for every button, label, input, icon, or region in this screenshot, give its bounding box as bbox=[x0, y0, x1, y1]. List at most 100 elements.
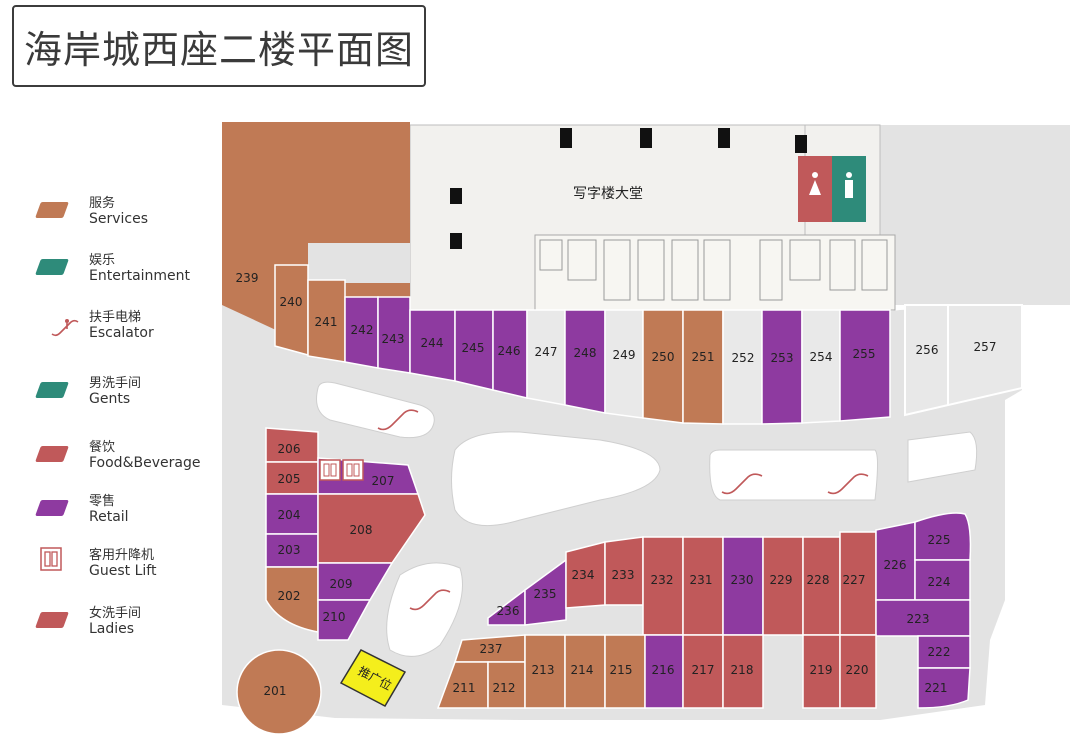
unit-labels: 239 240 241 242 243 244 245 246 247 248 … bbox=[236, 271, 997, 698]
promo-spot[interactable] bbox=[339, 649, 407, 707]
unit-229[interactable] bbox=[762, 536, 804, 636]
restroom-icons bbox=[809, 172, 853, 198]
unit-label-225: 225 bbox=[928, 533, 951, 547]
unit-251[interactable] bbox=[682, 309, 724, 425]
elevator-shafts bbox=[539, 239, 888, 301]
unit-219[interactable] bbox=[802, 634, 841, 709]
legend-item-escalator: 扶手电梯 Escalator bbox=[34, 304, 224, 348]
unit-label-243: 243 bbox=[382, 332, 405, 346]
unit-label-234: 234 bbox=[572, 568, 595, 582]
unit-label-201: 201 bbox=[264, 684, 287, 698]
unit-label-213: 213 bbox=[532, 663, 555, 677]
atrium-void-1 bbox=[316, 381, 435, 439]
unit-label-224: 224 bbox=[928, 575, 951, 589]
escalator-icons bbox=[377, 409, 869, 611]
unit-label-203: 203 bbox=[278, 543, 301, 557]
unit-239[interactable] bbox=[222, 122, 410, 362]
bottom-row-shops bbox=[436, 512, 972, 709]
unit-label-207: 207 bbox=[372, 474, 395, 488]
unit-label-212: 212 bbox=[493, 681, 516, 695]
legend-en: Guest Lift bbox=[89, 563, 157, 579]
lobby-label: 写字楼大堂 bbox=[573, 186, 643, 202]
unit-label-242: 242 bbox=[351, 323, 374, 337]
unit-210[interactable] bbox=[317, 599, 372, 641]
unit-label-218: 218 bbox=[731, 663, 754, 677]
unit-label-230: 230 bbox=[731, 573, 754, 587]
unit-213[interactable] bbox=[524, 634, 566, 709]
unit-254[interactable] bbox=[801, 309, 841, 424]
unit-label-255: 255 bbox=[853, 347, 876, 361]
unit-253[interactable] bbox=[761, 309, 803, 425]
unit-240[interactable] bbox=[274, 264, 309, 356]
unit-label-205: 205 bbox=[278, 472, 301, 486]
atrium-void-2 bbox=[451, 431, 661, 527]
unit-204[interactable] bbox=[265, 493, 319, 535]
guest-lift-icon bbox=[319, 459, 364, 481]
legend-item-ladies: 女洗手间 Ladies bbox=[34, 600, 224, 644]
unit-label-241: 241 bbox=[315, 315, 338, 329]
legend-en: Entertainment bbox=[89, 268, 191, 284]
unit-225[interactable] bbox=[914, 512, 972, 561]
unit-218[interactable] bbox=[722, 634, 764, 709]
unit-252[interactable] bbox=[722, 309, 763, 425]
unit-216[interactable] bbox=[644, 634, 684, 709]
legend-en: Gents bbox=[89, 391, 131, 407]
unit-label-253: 253 bbox=[771, 351, 794, 365]
unit-label-217: 217 bbox=[692, 663, 715, 677]
unit-249[interactable] bbox=[604, 309, 644, 419]
unit-220[interactable] bbox=[839, 634, 877, 709]
unit-212[interactable] bbox=[487, 661, 526, 709]
legend-item-services: 服务 Services bbox=[34, 190, 224, 234]
legend-cn: 服务 bbox=[89, 196, 116, 211]
legend-item-entertainment: 娱乐 Entertainment bbox=[34, 247, 224, 291]
unit-label-251: 251 bbox=[692, 350, 715, 364]
unit-label-257: 257 bbox=[974, 340, 997, 354]
unit-label-249: 249 bbox=[613, 348, 636, 362]
unit-223[interactable] bbox=[875, 599, 971, 637]
unit-201[interactable] bbox=[236, 649, 322, 735]
legend-cn: 扶手电梯 bbox=[89, 310, 142, 325]
unit-205[interactable] bbox=[265, 461, 319, 495]
unit-label-220: 220 bbox=[846, 663, 869, 677]
legend-en: Ladies bbox=[89, 621, 135, 637]
unit-label-219: 219 bbox=[810, 663, 833, 677]
unit-label-248: 248 bbox=[574, 346, 597, 360]
unit-label-256: 256 bbox=[916, 343, 939, 357]
unit-208[interactable] bbox=[317, 493, 426, 564]
unit-248[interactable] bbox=[564, 309, 606, 414]
elevator-core bbox=[534, 234, 896, 311]
unit-228[interactable] bbox=[802, 536, 841, 636]
legend-item-food-beverage: 餐饮 Food&Beverage bbox=[34, 434, 224, 478]
unit-label-239: 239 bbox=[236, 271, 259, 285]
unit-label-236: 236 bbox=[497, 604, 520, 618]
unit-label-233: 233 bbox=[612, 568, 635, 582]
unit-label-221: 221 bbox=[925, 681, 948, 695]
legend-cn: 零售 bbox=[89, 494, 116, 509]
unit-232[interactable] bbox=[642, 536, 684, 636]
escalator-icon bbox=[51, 319, 79, 337]
unit-222[interactable] bbox=[917, 635, 971, 669]
unit-label-202: 202 bbox=[278, 589, 301, 603]
unit-label-232: 232 bbox=[651, 573, 674, 587]
unit-label-208: 208 bbox=[350, 523, 373, 537]
unit-221[interactable] bbox=[917, 667, 971, 709]
unit-label-215: 215 bbox=[610, 663, 633, 677]
escalator-icon bbox=[409, 589, 451, 611]
unit-235[interactable] bbox=[524, 558, 567, 626]
unit-label-222: 222 bbox=[928, 645, 951, 659]
escalator-icon bbox=[377, 409, 419, 431]
left-cluster bbox=[236, 427, 426, 735]
escalator-icon bbox=[827, 473, 869, 495]
unit-217[interactable] bbox=[682, 634, 724, 709]
unit-250[interactable] bbox=[642, 309, 684, 424]
legend-en: Retail bbox=[89, 509, 129, 525]
unit-label-237: 237 bbox=[480, 642, 503, 656]
unit-255[interactable] bbox=[839, 309, 891, 422]
unit-label-235: 235 bbox=[534, 587, 557, 601]
unit-230[interactable] bbox=[722, 536, 764, 636]
unit-214[interactable] bbox=[564, 634, 606, 709]
unit-256-257-area bbox=[904, 304, 1023, 417]
unit-231[interactable] bbox=[682, 536, 724, 636]
legend-item-retail: 零售 Retail bbox=[34, 488, 224, 532]
